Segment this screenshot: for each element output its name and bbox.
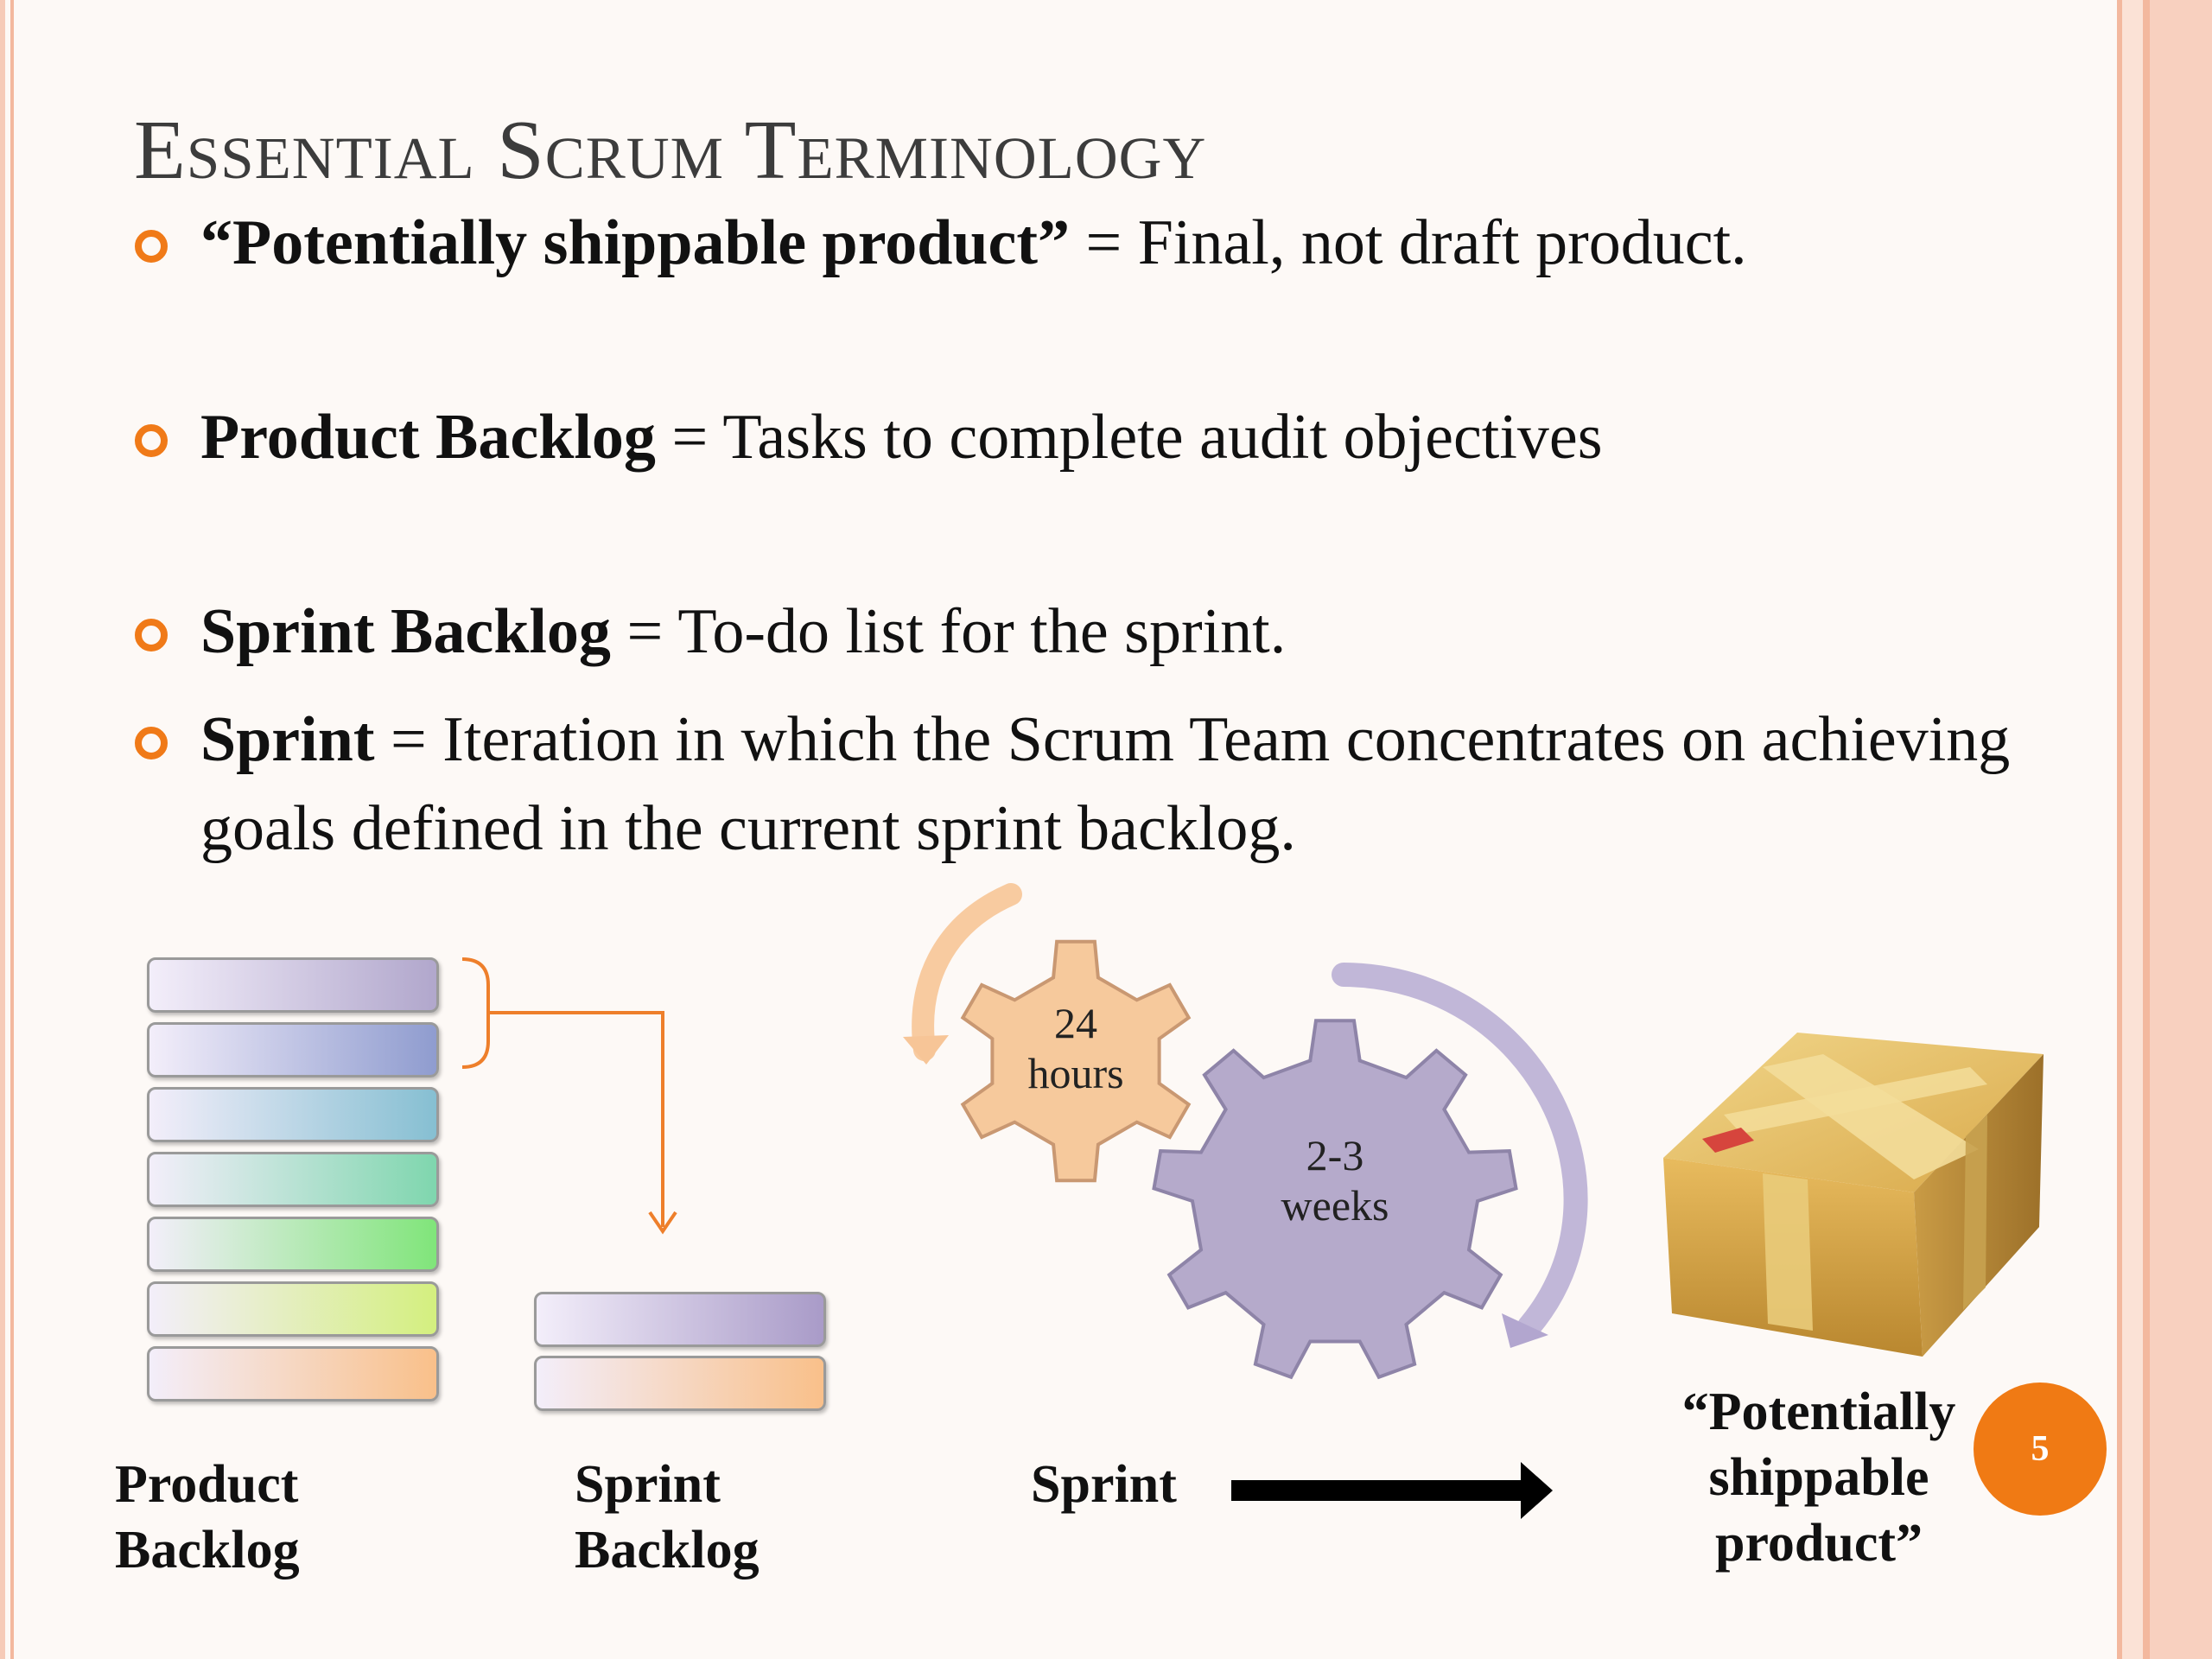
daily-cycle-arrow xyxy=(912,883,1022,1061)
big-gear-label: 2-3 weeks xyxy=(1281,1131,1389,1230)
bullet-product-backlog: Product Backlog = Tasks to complete audi… xyxy=(130,393,1603,482)
page-number-badge: 5 xyxy=(1974,1382,2107,1516)
backlog-item-bar xyxy=(147,1152,439,1207)
backlog-item-bar xyxy=(534,1292,826,1347)
bullet-definition: = Final, not draft product. xyxy=(1070,207,1747,278)
bullet-term: Sprint Backlog xyxy=(200,596,611,667)
bullet-circle-icon xyxy=(135,727,168,760)
slide-title: Essential Scrum Terminology xyxy=(134,104,1207,197)
shippable-product-label: “Potentially shippable product” xyxy=(1681,1382,1956,1573)
sprint-gear-icon xyxy=(1152,1019,1518,1380)
bullet-term: Sprint xyxy=(200,704,375,775)
arrow-head xyxy=(1521,1462,1553,1519)
bullet-term: “Potentially shippable product” xyxy=(200,207,1071,278)
backlog-item-bar xyxy=(147,1087,439,1142)
bullet-circle-icon xyxy=(135,619,168,652)
backlog-item-bar xyxy=(147,1022,439,1077)
sprint-label: Sprint xyxy=(1031,1455,1177,1514)
left-border-decoration xyxy=(0,0,26,1659)
bullet-term: Product Backlog xyxy=(200,402,656,473)
backlog-item-bar xyxy=(147,1346,439,1402)
bullet-definition: = Iteration in which the Scrum Team conc… xyxy=(200,704,2011,864)
package-box-icon xyxy=(1663,1033,2044,1357)
small-gear-label: 24 hours xyxy=(1027,999,1124,1097)
arrow-head xyxy=(1502,1313,1548,1348)
product-backlog-label: Product Backlog xyxy=(115,1455,300,1580)
arrow-head xyxy=(903,1035,949,1065)
selection-bracket xyxy=(461,957,497,1069)
backlog-item-bar xyxy=(534,1356,826,1411)
bullet-definition: = Tasks to complete audit objectives xyxy=(655,402,1603,473)
sprint-timeline-bar xyxy=(1231,1480,1525,1501)
bullet-circle-icon xyxy=(135,230,168,263)
right-border-decoration xyxy=(2108,0,2212,1659)
sprint-cycle-arrow xyxy=(1332,963,1588,1338)
backlog-transfer-arrow xyxy=(489,1011,664,1227)
sprint-backlog-label: Sprint Backlog xyxy=(575,1455,760,1580)
arrow-head xyxy=(648,1211,677,1235)
backlog-item-bar xyxy=(147,1217,439,1272)
daily-gear-icon xyxy=(960,939,1192,1183)
backlog-item-bar xyxy=(147,957,439,1013)
bullet-potentially-shippable: “Potentially shippable product” = Final,… xyxy=(130,199,1747,288)
bullet-definition: = To-do list for the sprint. xyxy=(610,596,1287,667)
bullet-sprint: Sprint = Iteration in which the Scrum Te… xyxy=(130,696,2056,874)
backlog-item-bar xyxy=(147,1281,439,1337)
bullet-sprint-backlog: Sprint Backlog = To-do list for the spri… xyxy=(130,588,1286,677)
bullet-circle-icon xyxy=(135,424,168,457)
